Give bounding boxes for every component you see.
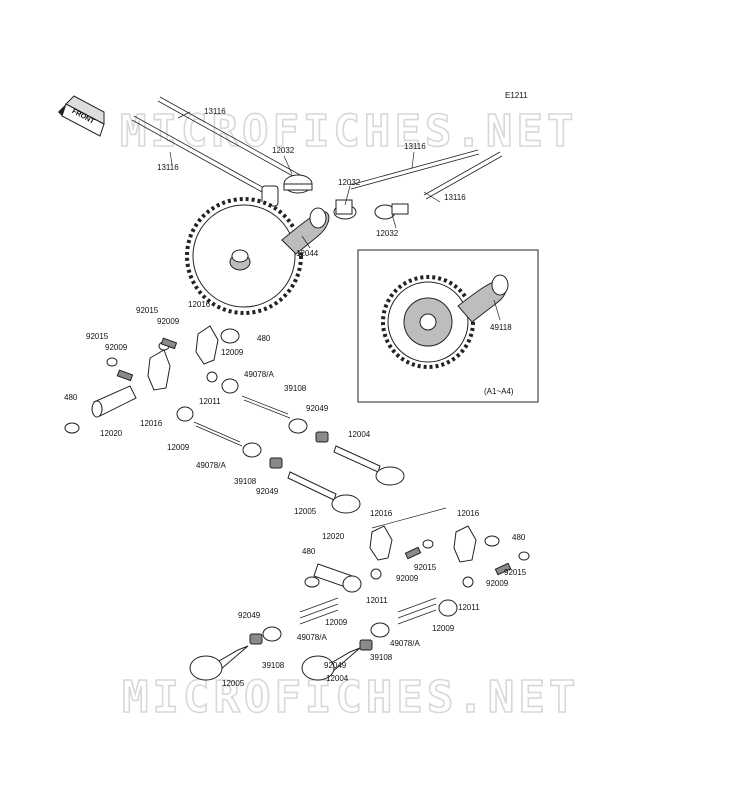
inset-label: (A1~A4): [484, 387, 514, 396]
part-labels: 13116 13116 12032 13116 12032 13116 1203…: [64, 107, 527, 688]
front-arrow-icon: FRONT: [58, 95, 105, 137]
part-label: 39108: [262, 661, 285, 670]
part-label: 480: [257, 334, 271, 343]
rocker-group-lower: [189, 507, 530, 681]
part-label: 13116: [157, 163, 179, 172]
part-label: 49078/A: [196, 461, 226, 470]
part-label: 13116: [444, 193, 466, 202]
part-label: 92009: [105, 343, 128, 352]
part-label: 12005: [222, 679, 245, 688]
part-label: 12016: [457, 509, 480, 518]
watermark-top: MICROFICHES.NET: [120, 106, 577, 157]
part-label: 13116: [204, 107, 226, 116]
part-label: 12016: [140, 419, 163, 428]
part-label: 92015: [86, 332, 109, 341]
part-label: 39108: [370, 653, 393, 662]
part-label: 92049: [238, 611, 261, 620]
part-label: 12020: [100, 429, 123, 438]
part-label: 39108: [284, 384, 307, 393]
part-label: 12032: [338, 178, 361, 187]
part-label: 49078/A: [244, 370, 274, 379]
part-label: 480: [512, 533, 526, 542]
part-label: 12016: [188, 300, 211, 309]
part-label: 12009: [432, 624, 455, 633]
part-label: 13116: [404, 142, 426, 151]
part-label: 12011: [199, 397, 221, 406]
part-label: 480: [64, 393, 78, 402]
part-label: 92009: [157, 317, 180, 326]
part-label: 92015: [136, 306, 159, 315]
leader-lines: [169, 111, 501, 321]
part-label: 92009: [396, 574, 419, 583]
part-label: 12032: [272, 146, 295, 155]
part-label: 12009: [167, 443, 190, 452]
part-label: 12004: [326, 674, 349, 683]
part-label: 12009: [325, 618, 348, 627]
part-label: 49118: [490, 323, 512, 332]
tappets: [261, 174, 409, 220]
part-label: 92009: [486, 579, 509, 588]
push-rods: [131, 96, 503, 200]
part-label: 12004: [348, 430, 371, 439]
part-label: 39108: [234, 477, 257, 486]
camshaft-inset: (A1~A4): [357, 249, 539, 403]
part-label: 12020: [322, 532, 345, 541]
part-label: 92049: [324, 661, 347, 670]
part-label: 12016: [370, 509, 393, 518]
camshaft-gear: [185, 197, 330, 315]
part-label: 49078/A: [297, 633, 327, 642]
part-label: 92015: [414, 563, 437, 572]
watermark-bottom: MICROFICHES.NET: [122, 672, 579, 723]
part-label: 480: [302, 547, 316, 556]
part-label: 92049: [306, 404, 329, 413]
part-label: 92049: [256, 487, 279, 496]
part-label: 49078/A: [390, 639, 420, 648]
part-label: 12005: [294, 507, 317, 516]
rocker-group-upper: [64, 325, 405, 514]
diagram-code: E1211: [505, 91, 528, 100]
part-label: 12011: [458, 603, 480, 612]
part-label: 12044: [296, 249, 319, 258]
part-label: 12009: [221, 348, 244, 357]
part-label: 92015: [504, 568, 527, 577]
part-label: 12011: [366, 596, 388, 605]
part-label: 12032: [376, 229, 399, 238]
